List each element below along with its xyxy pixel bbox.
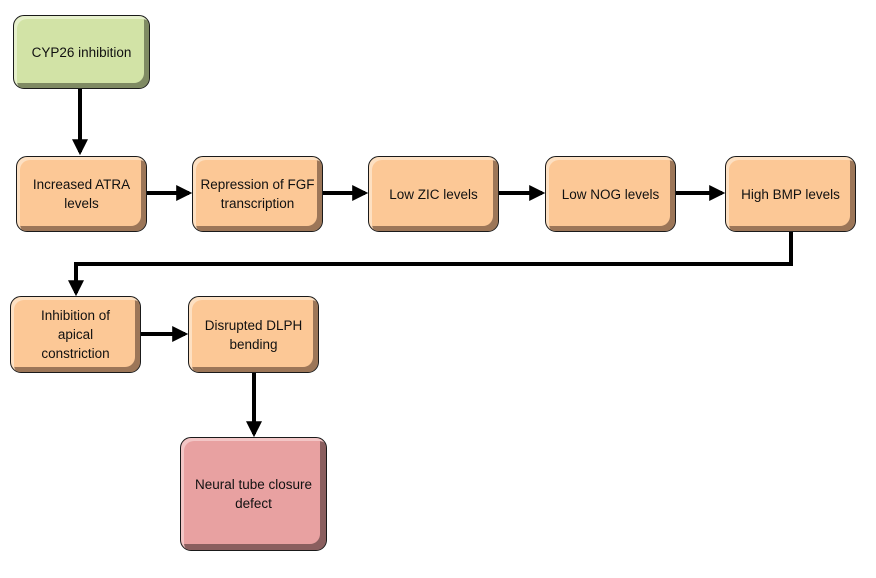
node-low-nog-levels: Low NOG levels <box>545 156 676 232</box>
arrow-bmp-to-apical <box>68 232 793 297</box>
node-label: Repression of FGF transcription <box>200 177 315 211</box>
node-cyp26-inhibition: CYP26 inhibition <box>13 15 150 89</box>
node-label: Increased ATRA levels <box>32 177 131 211</box>
node-label: Low ZIC levels <box>389 186 478 202</box>
node-label: High BMP levels <box>741 186 840 202</box>
node-inhibition-of-apical-constriction: Inhibition of apical constriction <box>10 296 141 373</box>
node-high-bmp-levels: High BMP levels <box>725 156 856 232</box>
node-low-zic-levels: Low ZIC levels <box>368 156 499 232</box>
node-increased-atra-levels: Increased ATRA levels <box>16 156 147 232</box>
node-label: Disrupted DLPH bending <box>204 317 303 352</box>
node-label: Neural tube closure defect <box>194 477 313 511</box>
node-label: CYP26 inhibition <box>31 44 132 60</box>
node-label: Low NOG levels <box>561 186 660 202</box>
node-label: Inhibition of apical constriction <box>40 308 111 361</box>
node-neural-tube-closure-defect: Neural tube closure defect <box>180 437 327 551</box>
node-disrupted-dlph-bending: Disrupted DLPH bending <box>188 296 319 373</box>
node-repression-of-fgf: Repression of FGF transcription <box>192 156 323 232</box>
